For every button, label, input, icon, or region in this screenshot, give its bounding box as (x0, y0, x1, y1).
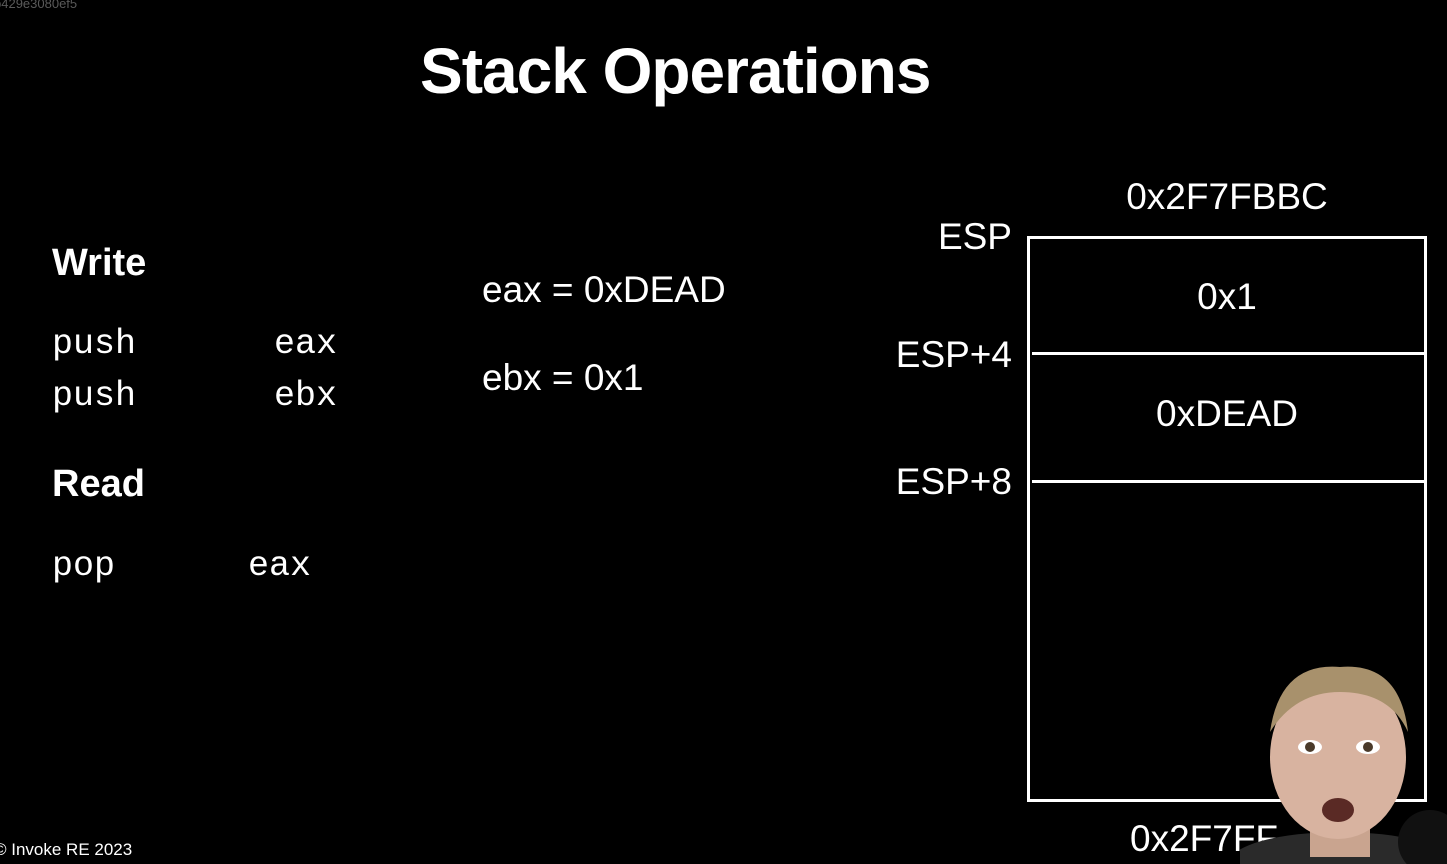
read-heading: Read (52, 463, 145, 505)
write-op-1: push (52, 324, 137, 364)
stack-divider-2 (1032, 480, 1424, 483)
esp4-label: ESP+4 (895, 334, 1012, 375)
write-heading: Write (52, 242, 147, 284)
write-op-2: push (52, 376, 137, 416)
slide-id: b429e3080ef5 (0, 0, 78, 11)
stack-frame (1027, 236, 1427, 802)
ebx-value: ebx = 0x1 (482, 357, 644, 398)
esp8-label: ESP+8 (895, 461, 1012, 502)
slide-title: Stack Operations (420, 35, 931, 107)
read-reg-1: eax (248, 546, 312, 586)
eax-value: eax = 0xDEAD (482, 269, 726, 310)
stack-cell-esp: 0x1 (1197, 276, 1257, 317)
esp-label: ESP (937, 216, 1012, 257)
copyright-notice: © Invoke RE 2023 (0, 840, 133, 859)
write-reg-1: eax (274, 324, 338, 364)
write-reg-2: ebx (274, 376, 338, 416)
stack-divider-1 (1032, 352, 1424, 355)
presenter-webcam (1240, 662, 1447, 864)
stack-top-address: 0x2F7FBBC (1126, 176, 1328, 217)
stack-cell-esp4: 0xDEAD (1156, 393, 1298, 434)
presenter-face-icon (1240, 666, 1447, 864)
read-op-1: pop (52, 546, 116, 586)
